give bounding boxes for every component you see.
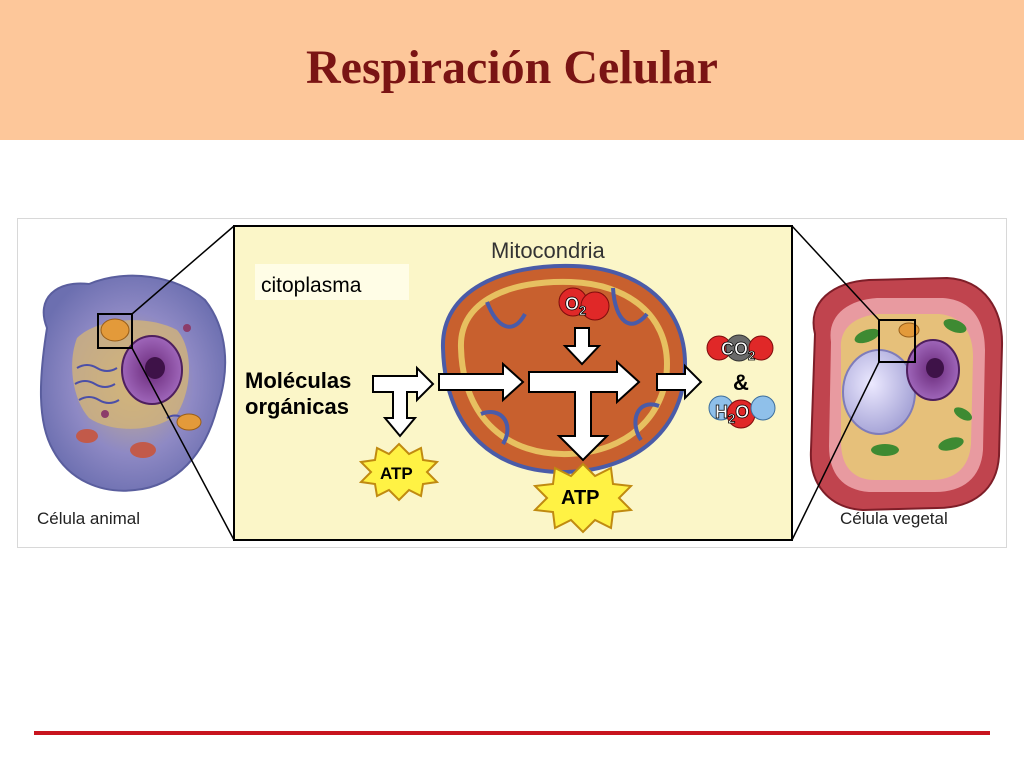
- zoom-connector-lines: [131, 225, 880, 541]
- h2o-label: H2O: [715, 402, 749, 426]
- mitochondria-label: Mitocondria: [491, 238, 605, 263]
- footer-divider: [34, 731, 990, 735]
- atp-large-burst: [532, 462, 634, 534]
- co2-label: CO2: [721, 339, 755, 363]
- plant-zoom-box: [878, 319, 916, 363]
- plant-cell: [809, 276, 1004, 512]
- cellular-respiration-diagram: Célula animal Célula vegetal citoplasma …: [17, 218, 1007, 548]
- organic-molecules-label-2: orgánicas: [245, 394, 349, 419]
- atp-small-label: ATP: [380, 464, 413, 483]
- organic-molecules-label-1: Moléculas: [245, 368, 351, 393]
- cytoplasm-label-bg: [255, 264, 409, 300]
- animal-zoom-box: [97, 313, 133, 349]
- arrow-to-products: [656, 363, 703, 401]
- mitochondrion: [440, 263, 688, 475]
- plant-cell-label: Célula vegetal: [840, 509, 948, 528]
- h2o-molecule: [708, 395, 776, 429]
- arrow-into-mitochondria: [438, 361, 525, 403]
- atp-large-label: ATP: [561, 487, 600, 509]
- animal-cell-label: Célula animal: [37, 509, 140, 528]
- co2-molecule: [706, 334, 774, 362]
- cytoplasm-label: citoplasma: [261, 274, 362, 297]
- o2-down-arrow: [562, 327, 602, 366]
- flow-arrows: [372, 327, 703, 462]
- header-banner: [0, 0, 1024, 140]
- o2-label: O2: [565, 294, 586, 318]
- page-title: Respiración Celular: [306, 41, 718, 94]
- o2-molecule: [558, 287, 610, 321]
- ampersand: &: [733, 370, 749, 395]
- mitochondria-split-arrow: [528, 359, 641, 462]
- cytoplasm-split-arrow: [372, 365, 435, 438]
- atp-small-burst: [358, 442, 440, 502]
